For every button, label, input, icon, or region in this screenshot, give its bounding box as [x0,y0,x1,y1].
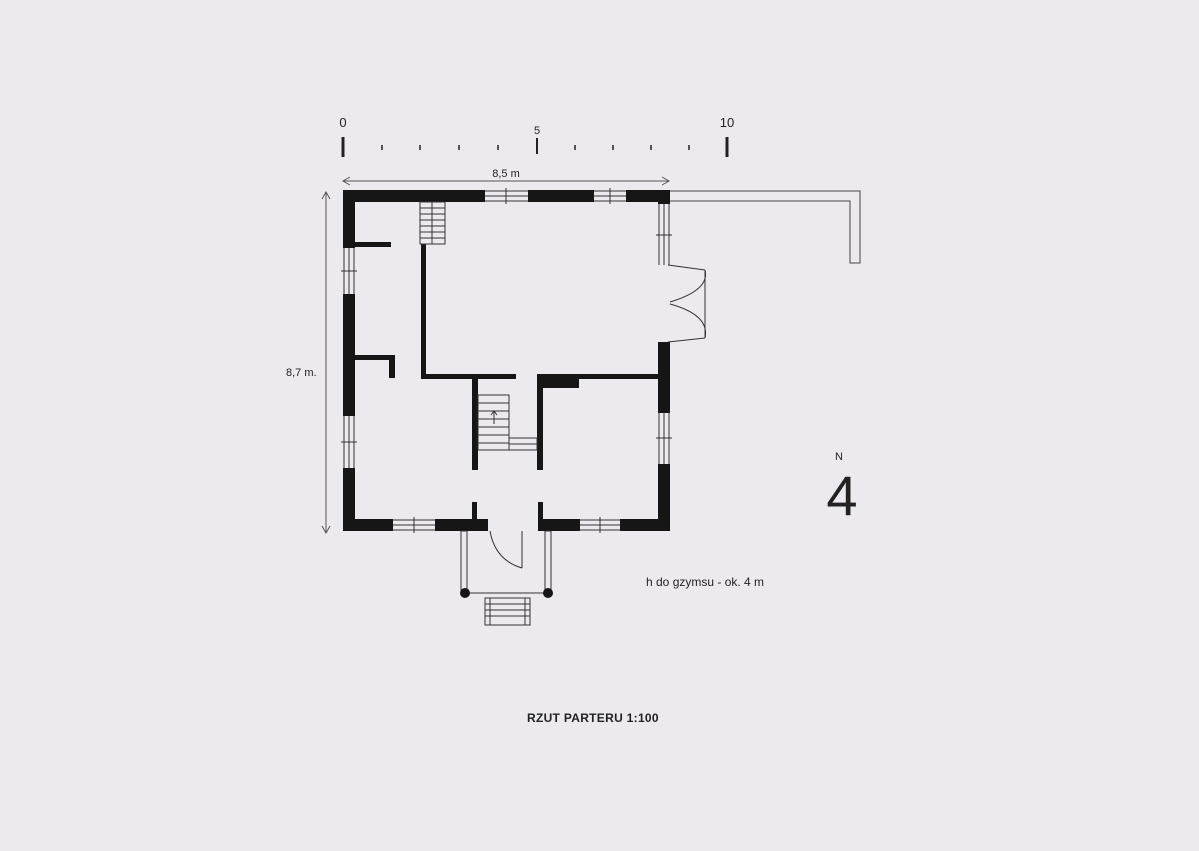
drawing-title: RZUT PARTERU 1:100 [527,711,659,725]
width-dimension-label: 8,5 m [492,168,520,180]
porch-column-right [543,588,553,598]
stair-central [477,394,538,451]
terrace-outline [670,190,861,264]
porch-columns [460,588,553,598]
scale-bar-label-end: 10 [720,115,734,130]
north-arrow-glyph: 4 [826,464,857,527]
side-door [667,264,707,343]
scale-bar-label-mid: 5 [534,125,540,137]
window-right-2 [656,413,672,464]
scale-bar-minor-ticks [381,145,690,150]
window-top-2 [594,188,626,204]
porch-steps [484,597,531,626]
porch [460,530,552,594]
scale-bar [341,137,729,157]
height-dimension-line [321,190,331,535]
exterior-walls [343,190,670,531]
porch-column-left [460,588,470,598]
north-arrow-letter: N [835,451,843,463]
windows [341,188,672,533]
width-dimension-line [341,176,671,186]
interior-walls [355,242,660,522]
window-bottom-2 [580,517,620,533]
window-left-1 [341,248,357,294]
window-top-1 [485,188,528,204]
stair-upper [419,201,446,245]
window-right-1 [656,204,672,265]
scale-bar-label-start: 0 [339,115,346,130]
main-door [489,530,523,569]
cornice-height-note: h do gzymsu - ok. 4 m [646,575,764,589]
window-left-2 [341,416,357,468]
height-dimension-label: 8,7 m. [286,367,317,379]
window-bottom-1 [393,517,435,533]
